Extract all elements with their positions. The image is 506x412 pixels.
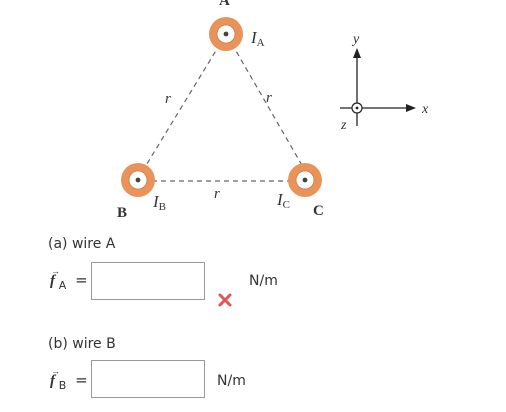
force-a-input[interactable] xyxy=(91,262,205,300)
side-ac xyxy=(231,43,304,168)
force-b-input[interactable] xyxy=(91,360,205,398)
axis-label-y: y xyxy=(351,32,360,47)
part-b-label: (b) wire B xyxy=(48,336,116,352)
vector-arrow-icon: → xyxy=(51,366,60,376)
force-a-unit: N/m xyxy=(249,273,278,289)
force-b-equals: = xyxy=(75,371,88,389)
side-label-bc: r xyxy=(214,186,220,202)
wrong-x-icon xyxy=(218,293,232,307)
axis-label-x: x xyxy=(421,102,429,117)
force-a-equals: = xyxy=(75,271,88,289)
current-label-a: IA xyxy=(250,28,265,49)
part-a-label: (a) wire A xyxy=(48,236,116,252)
force-a-symbol: f xyxy=(50,273,55,289)
wire-a xyxy=(209,17,243,51)
side-ab xyxy=(144,43,221,168)
current-label-c: IC xyxy=(276,190,290,211)
wire-c-name: C xyxy=(313,203,324,219)
force-b-label: f → B = xyxy=(50,366,88,392)
force-a-sub: A xyxy=(58,279,67,292)
force-a-label: f → A = xyxy=(50,266,88,292)
wire-b xyxy=(121,163,155,197)
force-b-symbol: f xyxy=(50,373,55,389)
wire-c xyxy=(288,163,322,197)
force-b-unit: N/m xyxy=(217,373,246,389)
force-b-sub: B xyxy=(58,379,67,392)
side-label-ac: r xyxy=(266,90,272,106)
coordinate-axes xyxy=(340,48,416,126)
current-label-b: IB xyxy=(152,192,166,213)
three-wire-diagram: r r r A IA B IB C IC y x z xyxy=(117,0,429,221)
wire-b-name: B xyxy=(117,205,127,221)
vector-arrow-icon: → xyxy=(51,266,60,276)
side-label-ab: r xyxy=(165,91,171,107)
axis-label-z: z xyxy=(340,118,347,133)
wire-a-name: A xyxy=(219,0,230,9)
